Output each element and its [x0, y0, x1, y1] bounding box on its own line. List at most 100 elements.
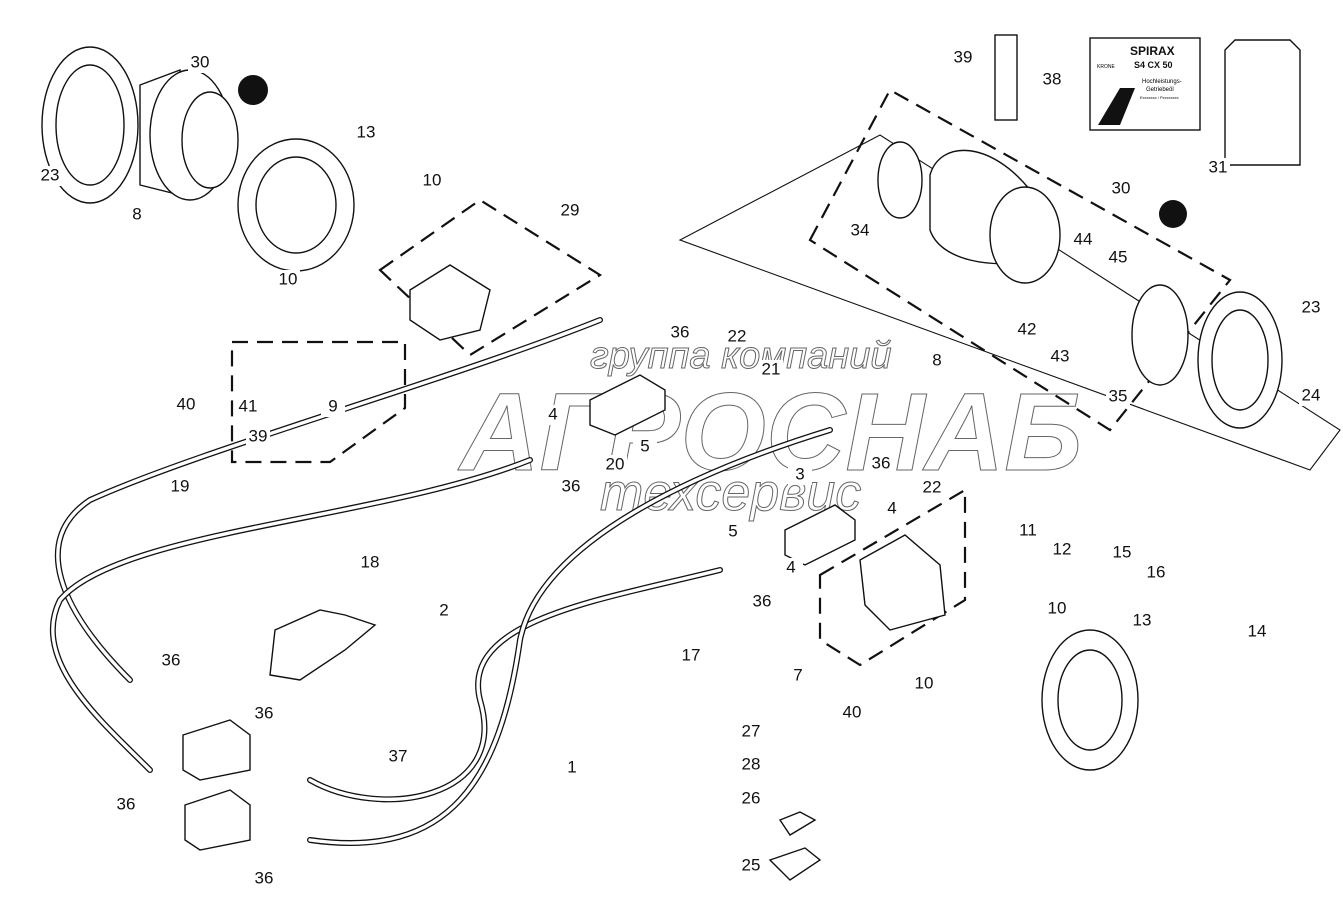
oil-label: SPIRAX S4 CX 50 Hochleistungs- Getriebeö… — [1089, 37, 1201, 131]
callout-bg — [633, 437, 657, 457]
assembly-outline — [678, 134, 1341, 471]
callout-4: 4 — [786, 557, 795, 576]
callout-bg — [188, 53, 212, 73]
callout-bg — [246, 427, 270, 447]
callout-bg — [1299, 298, 1323, 318]
callout-bg — [679, 646, 703, 666]
callout-bg — [1109, 179, 1133, 199]
callout-bg — [920, 478, 944, 498]
callout-bg — [252, 704, 276, 724]
callout-bg — [739, 856, 763, 876]
callout-39: 39 — [954, 47, 973, 66]
oil-line3: Exxxxxxx / Pxxxxxxxx — [1140, 95, 1179, 100]
callout-36: 36 — [255, 703, 274, 722]
callout-7: 7 — [793, 665, 802, 684]
oil-brand: SPIRAX — [1130, 44, 1175, 58]
callout-23: 23 — [1302, 297, 1321, 316]
oil-line1: Hochleistungs- — [1142, 79, 1182, 85]
callout-38: 38 — [1043, 69, 1062, 88]
callout-8: 8 — [132, 204, 141, 223]
callout-bg — [252, 869, 276, 889]
callout-bg — [739, 722, 763, 742]
callout-bg — [912, 674, 936, 694]
port-block-1 — [182, 719, 251, 781]
callout-bg — [560, 758, 584, 778]
callout-bg — [725, 327, 749, 347]
callout-8: 8 — [932, 350, 941, 369]
hydraulic-motor-upper — [409, 264, 491, 341]
callout-bg — [125, 205, 149, 225]
callout-9: 9 — [328, 396, 337, 415]
callout-bg — [159, 651, 183, 671]
callout-36: 36 — [671, 322, 690, 341]
callout-30: 30 — [1112, 178, 1131, 197]
callout-bg — [668, 323, 692, 343]
callout-42: 42 — [1018, 319, 1037, 338]
callout-bg — [38, 166, 62, 186]
callout-27: 27 — [742, 721, 761, 740]
callout-36: 36 — [255, 868, 274, 887]
callout-bg — [1040, 70, 1064, 90]
callout-17: 17 — [682, 645, 701, 664]
callout-bg — [1071, 230, 1095, 250]
callout-bg — [848, 221, 872, 241]
group-30-outline — [808, 88, 1232, 432]
callout-34: 34 — [851, 220, 870, 239]
callout-40: 40 — [177, 394, 196, 413]
group-7-outline — [818, 488, 967, 667]
callout-bg — [1144, 563, 1168, 583]
callout-bg — [386, 747, 410, 767]
callout-5: 5 — [640, 436, 649, 455]
callout-bg — [168, 477, 192, 497]
callout-21: 21 — [762, 359, 781, 378]
callout-bg — [1048, 347, 1072, 367]
callout-bg — [276, 270, 300, 290]
callout-10: 10 — [423, 170, 442, 189]
callout-20: 20 — [606, 454, 625, 473]
callout-bg — [1106, 248, 1130, 268]
flange-ring-right-inner — [1057, 649, 1123, 751]
hydraulic-motor-lower — [859, 534, 946, 631]
callout-40: 40 — [843, 702, 862, 721]
callout-1: 1 — [567, 757, 576, 776]
callout-13: 13 — [357, 122, 376, 141]
callout-28: 28 — [742, 754, 761, 773]
callout-10: 10 — [279, 269, 298, 288]
callout-23: 23 — [41, 165, 60, 184]
callout-bg — [558, 201, 582, 221]
callout-11: 11 — [1019, 520, 1037, 539]
callout-bg — [1016, 521, 1040, 541]
callout-bg — [1050, 540, 1074, 560]
callout-36: 36 — [162, 650, 181, 669]
callout-bg — [750, 592, 774, 612]
callout-bg — [541, 405, 565, 425]
callout-bg — [880, 499, 904, 519]
callout-10: 10 — [915, 673, 934, 692]
callout-bg — [603, 455, 627, 475]
callout-16: 16 — [1147, 562, 1166, 581]
callout-bg — [358, 553, 382, 573]
oil-grade: S4 CX 50 — [1134, 60, 1173, 70]
callout-45: 45 — [1109, 247, 1128, 266]
callout-bg — [1299, 386, 1323, 406]
callout-2: 2 — [439, 600, 448, 619]
callout-13: 13 — [1133, 610, 1152, 629]
callout-bg — [739, 789, 763, 809]
callout-24: 24 — [1302, 385, 1321, 404]
callout-12: 12 — [1053, 539, 1072, 558]
callout-30: 30 — [191, 52, 210, 71]
callout-bg — [354, 123, 378, 143]
callout-bg — [759, 360, 783, 380]
port-block-2 — [184, 789, 251, 851]
krone-logo: KRONE — [1097, 64, 1115, 70]
valve-block-lower — [784, 504, 856, 566]
callout-25: 25 — [742, 855, 761, 874]
callout-bg — [236, 397, 260, 417]
callout-22: 22 — [728, 326, 747, 345]
valve-block-upper — [589, 374, 666, 436]
watermark-line2: АГРОСНАБ — [457, 371, 1082, 494]
callout-39: 39 — [249, 426, 268, 445]
